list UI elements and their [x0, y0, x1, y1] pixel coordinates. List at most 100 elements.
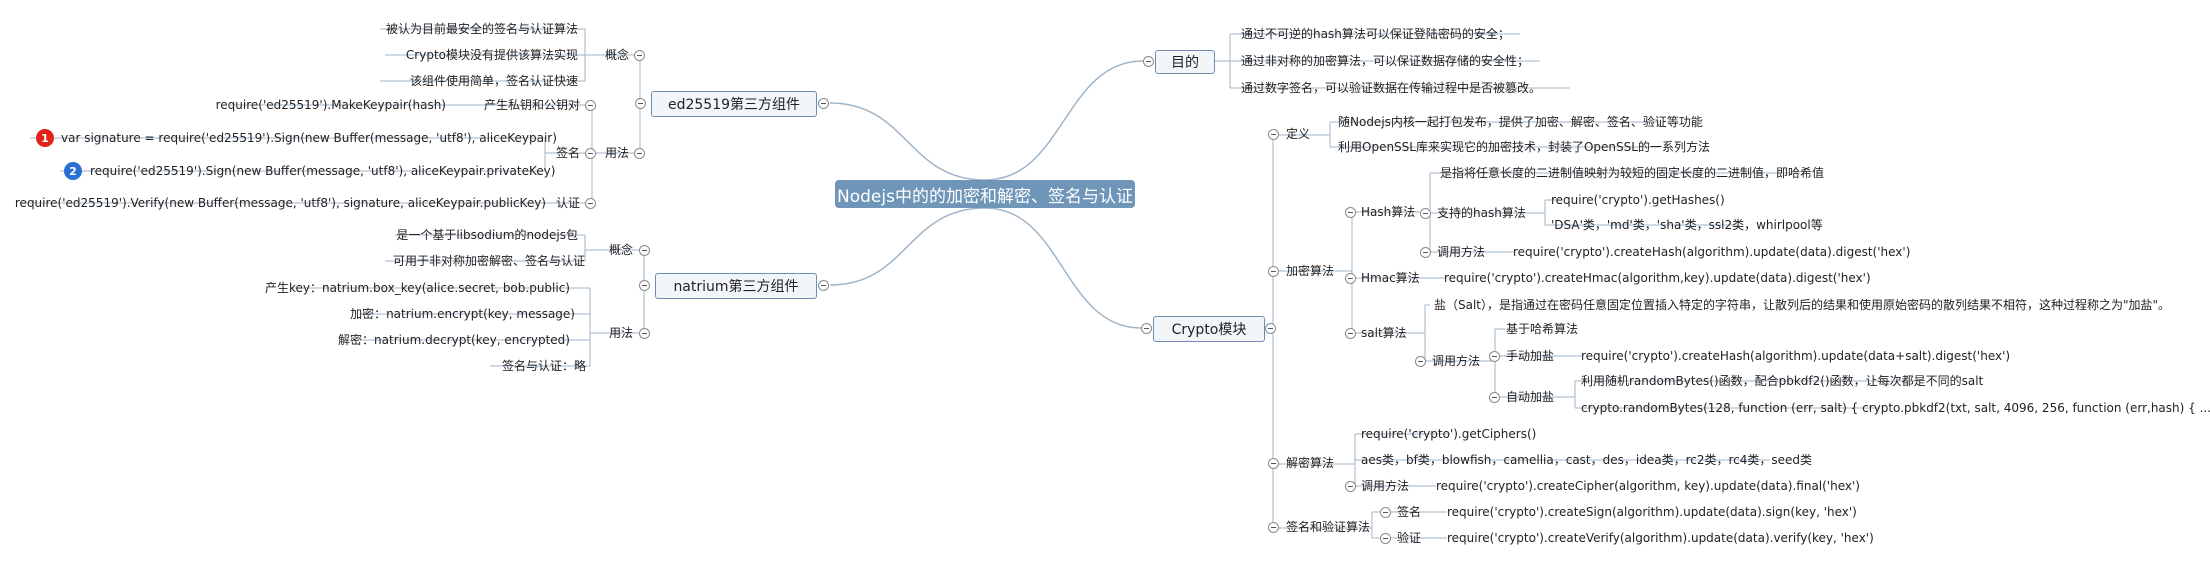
- ed25519-verify-code: require('ed25519').Verify(new Buffer(mes…: [14, 196, 546, 210]
- salt-auto-item: crypto.randomBytes(128, function (err, s…: [1581, 401, 2210, 415]
- ed25519-expand-toggle[interactable]: [635, 98, 646, 109]
- ed25519-label: ed25519第三方组件: [667, 97, 801, 113]
- sign-sub-toggle[interactable]: [1380, 507, 1391, 518]
- decryption-call-label: 调用方法: [1361, 479, 1410, 493]
- natrium-usage-item: 解密：natrium.decrypt(key, encrypted): [338, 333, 570, 347]
- encryption-label: 加密算法: [1286, 264, 1335, 278]
- goal-item: 通过不可逆的hash算法可以保证登陆密码的安全；: [1241, 27, 1510, 41]
- hash-support-label: 支持的hash算法: [1437, 206, 1526, 220]
- ed25519-concept-item: Crypto模块没有提供该算法实现: [405, 48, 578, 62]
- decryption-item: require('crypto').getCiphers(): [1361, 427, 1537, 441]
- goal-collapse-toggle[interactable]: [1143, 56, 1154, 67]
- natrium-label: natrium第三方组件: [673, 279, 799, 295]
- ed25519-sign-toggle[interactable]: [585, 148, 596, 159]
- goal-item: 通过数字签名，可以验证数据在传输过程中是否被篡改。: [1241, 81, 1542, 95]
- goal-node[interactable]: 目的: [1155, 50, 1215, 74]
- hash-description: 是指将任意长度的二进制值映射为较短的固定长度的二进制值，即哈希值: [1440, 166, 1825, 180]
- ed25519-concept-toggle[interactable]: [634, 50, 645, 61]
- natrium-node[interactable]: natrium第三方组件: [655, 273, 817, 299]
- salt-call-toggle[interactable]: [1415, 356, 1426, 367]
- priority-1-icon: 1: [36, 129, 54, 147]
- natrium-concept-item: 可用于非对称加密解密、签名与认证: [392, 254, 585, 268]
- decryption-item: aes类，bf类，blowfish，camellia，cast，des，idea…: [1361, 453, 1813, 467]
- crypto-label: Crypto模块: [1171, 322, 1247, 338]
- definition-label: 定义: [1286, 127, 1311, 141]
- keypair-label: 产生私钥和公钥对: [483, 98, 580, 112]
- hash-call-toggle[interactable]: [1420, 247, 1431, 258]
- connector: [829, 102, 986, 181]
- ed25519-concept-item: 被认为目前最安全的签名与认证算法: [385, 22, 578, 36]
- natrium-concept-item: 是一个基于libsodium的nodejs包: [396, 228, 578, 242]
- verify-sub-label: 验证: [1397, 531, 1422, 545]
- decryption-call-toggle[interactable]: [1345, 481, 1356, 492]
- connector: [829, 207, 986, 286]
- definition-toggle[interactable]: [1268, 129, 1279, 140]
- salt-auto-item: 利用随机randomBytes()函数，配合pbkdf2()函数，让每次都是不同…: [1581, 374, 1984, 388]
- goal-item: 通过非对称的加密算法，可以保证数据存储的安全性；: [1241, 54, 1530, 68]
- verify-sub-toggle[interactable]: [1380, 533, 1391, 544]
- salt-auto-label: 自动加盐: [1506, 390, 1555, 404]
- crypto-node[interactable]: Crypto模块: [1153, 316, 1265, 342]
- ed25519-sign-code: var signature = require('ed25519').Sign(…: [61, 131, 557, 145]
- salt-base-label: 基于哈希算法: [1506, 322, 1579, 336]
- crypto-expand-toggle[interactable]: [1265, 323, 1276, 334]
- salt-call-label: 调用方法: [1432, 354, 1481, 368]
- hash-toggle[interactable]: [1345, 207, 1356, 218]
- sign-verify-label: 签名和验证算法: [1286, 520, 1371, 534]
- definition-item: 利用OpenSSL库来实现它的加密技术，封装了OpenSSL的一系列方法: [1338, 140, 1710, 154]
- natrium-expand-toggle[interactable]: [639, 280, 650, 291]
- salt-manual-toggle[interactable]: [1489, 351, 1500, 362]
- connector: [984, 207, 1142, 329]
- hash-call-code: require('crypto').createHash(algorithm).…: [1513, 245, 1911, 259]
- ed25519-concept-label: 概念: [604, 48, 629, 62]
- connector: [984, 60, 1144, 181]
- keypair-code: require('ed25519').MakeKeypair(hash): [215, 98, 446, 112]
- salt-manual-code: require('crypto').createHash(algorithm).…: [1581, 349, 2011, 363]
- sign-call-code: require('crypto').createSign(algorithm).…: [1447, 505, 1857, 519]
- natrium-usage-item: 产生key：natrium.box_key(alice.secret, bob.…: [264, 281, 570, 295]
- salt-description: 盐（Salt），是指通过在密码任意固定位置插入特定的字符串，让散列后的结果和使用…: [1434, 298, 2171, 312]
- root-topic[interactable]: Nodejs中的的加密和解密、签名与认证: [835, 180, 1135, 208]
- ed25519-collapse-toggle[interactable]: [818, 98, 829, 109]
- hash-support-toggle[interactable]: [1420, 208, 1431, 219]
- decryption-toggle[interactable]: [1268, 458, 1279, 469]
- salt-label: salt算法: [1361, 326, 1407, 340]
- ed25519-sign-label: 签名: [555, 146, 580, 160]
- decryption-label: 解密算法: [1286, 456, 1335, 470]
- hmac-label: Hmac算法: [1361, 271, 1420, 285]
- hmac-toggle[interactable]: [1345, 273, 1356, 284]
- salt-auto-toggle[interactable]: [1489, 392, 1500, 403]
- natrium-usage-item: 加密：natrium.encrypt(key, message): [350, 307, 575, 321]
- natrium-collapse-toggle[interactable]: [818, 280, 829, 291]
- salt-toggle[interactable]: [1345, 328, 1356, 339]
- keypair-toggle[interactable]: [585, 100, 596, 111]
- ed25519-node[interactable]: ed25519第三方组件: [651, 91, 817, 117]
- priority-2-icon: 2: [64, 162, 82, 180]
- sign-verify-toggle[interactable]: [1268, 522, 1279, 533]
- definition-item: 随Nodejs内核一起打包发布，提供了加密、解密、签名、验证等功能: [1338, 115, 1703, 129]
- natrium-usage-label: 用法: [608, 326, 633, 340]
- natrium-usage-item: 签名与认证：略: [501, 359, 586, 373]
- hash-support-item: 'DSA'类，'md'类，'sha'类，ssl2类，whirlpool等: [1551, 218, 1823, 232]
- ed25519-verify-toggle[interactable]: [585, 198, 596, 209]
- ed25519-sign-code: require('ed25519').Sign(new Buffer(messa…: [90, 164, 556, 178]
- natrium-usage-toggle[interactable]: [639, 328, 650, 339]
- verify-call-code: require('crypto').createVerify(algorithm…: [1447, 531, 1874, 545]
- hmac-call-code: require('crypto').createHmac(algorithm,k…: [1444, 271, 1871, 285]
- ed25519-concept-item: 该组件使用简单，签名认证快速: [409, 74, 578, 88]
- crypto-collapse-toggle[interactable]: [1141, 323, 1152, 334]
- salt-manual-label: 手动加盐: [1506, 349, 1555, 363]
- sign-sub-label: 签名: [1397, 505, 1422, 519]
- hash-call-label: 调用方法: [1437, 245, 1486, 259]
- decryption-call-code: require('crypto').createCipher(algorithm…: [1436, 479, 1860, 493]
- goal-label: 目的: [1171, 55, 1199, 71]
- root-topic-label: Nodejs中的的加密和解密、签名与认证: [837, 186, 1133, 207]
- hash-support-item: require('crypto').getHashes(): [1551, 193, 1725, 207]
- ed25519-verify-label: 认证: [555, 196, 580, 210]
- ed25519-usage-toggle[interactable]: [634, 148, 645, 159]
- ed25519-usage-label: 用法: [604, 146, 629, 160]
- natrium-concept-label: 概念: [608, 243, 633, 257]
- encryption-toggle[interactable]: [1268, 266, 1279, 277]
- natrium-concept-toggle[interactable]: [639, 245, 650, 256]
